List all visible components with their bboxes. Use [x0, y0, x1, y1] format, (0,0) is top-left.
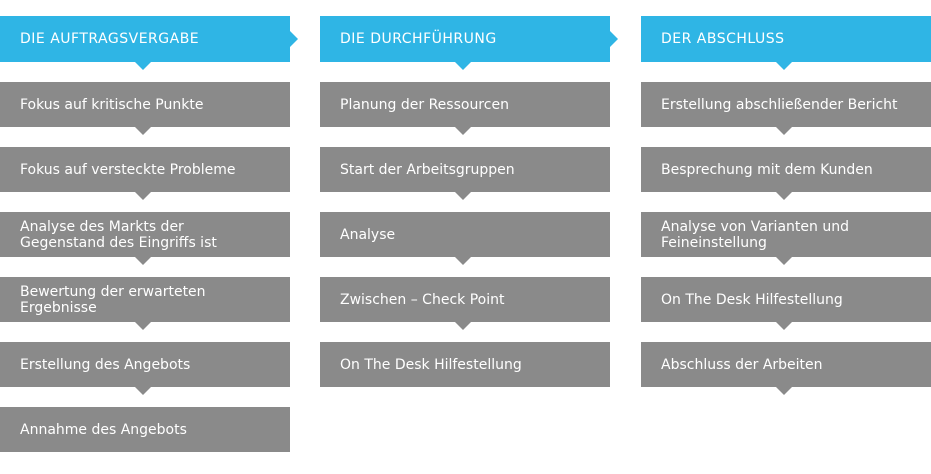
- step-box: On The Desk Hilfestellung: [320, 342, 610, 387]
- step-box: Annahme des Angebots: [0, 407, 290, 452]
- step-label: Annahme des Angebots: [20, 421, 187, 438]
- step-label: Start der Arbeitsgruppen: [340, 161, 515, 178]
- arrow-down-icon: [776, 257, 792, 265]
- arrow-down-icon: [776, 62, 792, 70]
- step-label: On The Desk Hilfestellung: [340, 356, 522, 373]
- arrow-down-icon: [776, 192, 792, 200]
- step-box: Fokus auf kritische Punkte: [0, 82, 290, 135]
- arrow-down-icon: [135, 387, 151, 395]
- step-label: Zwischen – Check Point: [340, 291, 505, 308]
- arrow-down-icon: [135, 257, 151, 265]
- step-label: On The Desk Hilfestellung: [661, 291, 843, 308]
- step-box: Besprechung mit dem Kunden: [641, 147, 931, 200]
- arrow-down-icon: [135, 62, 151, 70]
- arrow-down-icon: [776, 127, 792, 135]
- step-label: Erstellung abschließender Bericht: [661, 96, 898, 113]
- arrow-down-icon: [455, 192, 471, 200]
- arrow-down-icon: [135, 192, 151, 200]
- column-header: DIE AUFTRAGSVERGABE: [0, 16, 298, 70]
- step-box: Analyse: [320, 212, 610, 265]
- step-box: Planung der Ressourcen: [320, 82, 610, 135]
- step-label: Besprechung mit dem Kunden: [661, 161, 873, 178]
- step-box: Analyse von Varianten und Feineinstellun…: [641, 212, 931, 265]
- step-box: Zwischen – Check Point: [320, 277, 610, 330]
- step-label: Planung der Ressourcen: [340, 96, 509, 113]
- arrow-down-icon: [135, 322, 151, 330]
- step-box: Fokus auf versteckte Probleme: [0, 147, 290, 200]
- step-label: Analyse: [340, 226, 396, 243]
- arrow-down-icon: [135, 127, 151, 135]
- step-box: Abschluss der Arbeiten: [641, 342, 931, 395]
- step-box: Erstellung des Angebots: [0, 342, 290, 395]
- arrow-down-icon: [776, 322, 792, 330]
- step-label: Erstellung des Angebots: [20, 356, 191, 373]
- column-auftragsvergabe: DIE AUFTRAGSVERGABE Fokus auf kritische …: [0, 16, 298, 452]
- arrow-down-icon: [776, 387, 792, 395]
- step-label: Analyse des Markts der Gegenstand des Ei…: [20, 218, 217, 251]
- step-box: Analyse des Markts der Gegenstand des Ei…: [0, 212, 290, 265]
- step-box: On The Desk Hilfestellung: [641, 277, 931, 330]
- step-box: Start der Arbeitsgruppen: [320, 147, 610, 200]
- arrow-down-icon: [455, 127, 471, 135]
- arrow-down-icon: [455, 322, 471, 330]
- arrow-down-icon: [455, 62, 471, 70]
- step-box: Bewertung der erwarteten Ergebnisse: [0, 277, 290, 330]
- step-box: Erstellung abschließender Bericht: [641, 82, 931, 135]
- step-label: Fokus auf kritische Punkte: [20, 96, 204, 113]
- column-durchfuehrung: DIE DURCHFÜHRUNG Planung der Ressourcen …: [320, 16, 618, 387]
- column-title: DIE DURCHFÜHRUNG: [340, 31, 497, 47]
- step-label: Fokus auf versteckte Probleme: [20, 161, 236, 178]
- arrow-right-icon: [290, 31, 298, 47]
- arrow-down-icon: [455, 257, 471, 265]
- column-abschluss: DER ABSCHLUSS Erstellung abschließender …: [641, 16, 931, 395]
- arrow-right-icon: [610, 31, 618, 47]
- step-label: Bewertung der erwarteten Ergebnisse: [20, 283, 206, 316]
- column-header: DIE DURCHFÜHRUNG: [320, 16, 618, 70]
- step-label: Abschluss der Arbeiten: [661, 356, 823, 373]
- column-title: DER ABSCHLUSS: [661, 31, 785, 47]
- column-header: DER ABSCHLUSS: [641, 16, 931, 70]
- step-label: Analyse von Varianten und Feineinstellun…: [661, 218, 849, 251]
- column-title: DIE AUFTRAGSVERGABE: [20, 31, 200, 47]
